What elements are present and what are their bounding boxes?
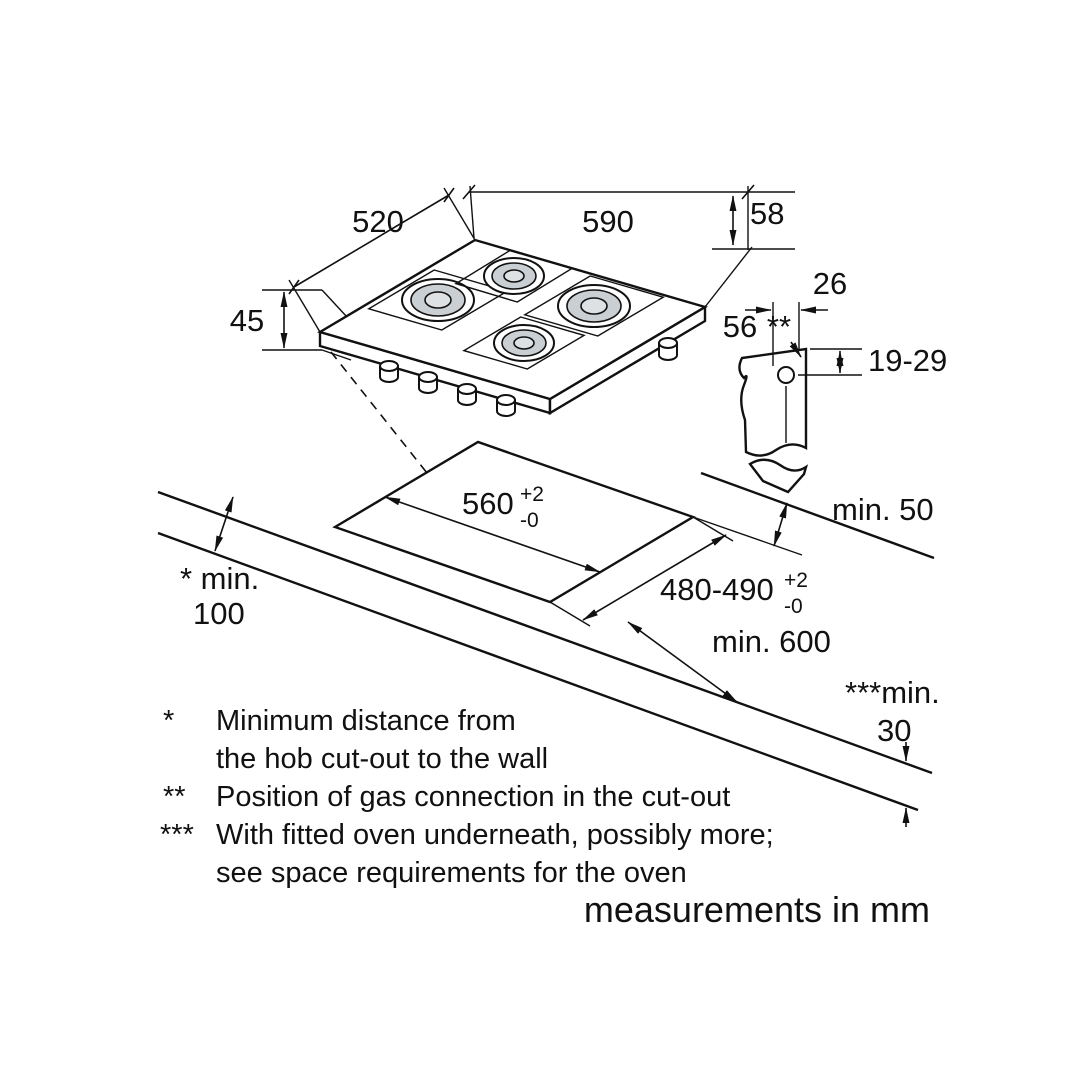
burner-right-large [523,275,665,337]
dimension-arrow [214,496,234,552]
units-note: measurements in mm [584,889,930,930]
footnote3-mark: *** [160,819,194,851]
min50-label: min. 50 [832,492,934,527]
extension-line [321,349,352,361]
tick [443,187,455,203]
dim-26: 26 [745,266,847,366]
dim-min50: min. 50 [773,492,934,547]
dimension-arrow [627,621,738,703]
burner-back [454,249,574,303]
knob-top [457,383,477,395]
knob-top [418,371,438,383]
footnote3-line1: With fitted oven underneath, possibly mo… [216,819,774,851]
burner-cap [580,297,608,315]
footnote2-mark: ** [163,781,186,813]
dimension-line [293,194,450,288]
cutout-depth-label: 480-490+2-0 [660,569,808,618]
worktop-front-edge [157,490,933,775]
pan-support [462,316,586,370]
dim-520: 520 [288,187,476,333]
worktop-back-edge [700,471,935,560]
burner-cap [513,336,535,350]
dim-590-label: 590 [582,204,634,239]
hob-foot [658,337,678,361]
footnote1-line1: Minimum distance from [216,705,516,737]
footnotes: * Minimum distance from the hob cut-out … [160,705,774,889]
tick [462,184,476,200]
extension-line [443,187,476,241]
footnote1-line2: the hob cut-out to the wall [216,743,548,775]
pointer-arrow [789,341,802,358]
burner-cap [424,291,452,309]
cutout-width-label: 560+2-0 [462,483,544,532]
foot-top [658,337,678,349]
gas-footnote-mark: ** [767,309,791,344]
tick [741,184,755,200]
pan-support [367,269,509,331]
dim-45: 45 [230,289,352,361]
bracket-lower-tip [748,458,809,494]
extension-line [549,601,591,627]
dim-26-label: 26 [813,266,847,301]
min600-label: min. 600 [712,624,831,659]
dim-58-label: 58 [750,196,784,231]
knob-top [496,394,516,406]
extension-line [704,246,753,308]
worktop [157,351,935,812]
hob [317,238,708,417]
gas-connection-bracket [738,347,809,494]
knob-top [379,360,399,372]
extension-line [469,185,475,239]
cutout-edge-extension [692,516,803,556]
dim-590: 590 [462,184,795,308]
dim-56: 56 ** [723,309,802,358]
dim-min100: * min. 100 [180,496,259,631]
dim-19-29-label: 19-29 [868,343,947,378]
dim-min600: min. 600 [627,621,831,703]
burner-cap [503,269,525,283]
pan-support [454,249,574,303]
worktop-front-face-bottom [157,531,919,812]
burner-left-large [367,269,509,331]
cutout-opening [332,440,696,604]
extension-line [288,279,321,333]
tick [288,279,300,295]
dim-56-label: 56 [723,309,757,344]
footnote2-line1: Position of gas connection in the cut-ou… [216,781,730,813]
extension-line [321,289,348,318]
projection-dashed-line [330,351,428,474]
control-knobs [379,360,516,417]
dim-min30: ***min. 30 [845,675,940,827]
footnote1-mark: * [163,705,174,737]
dimension-arrow [773,502,788,547]
dim-58: 58 [712,195,795,250]
dim-560: 560+2-0 [384,483,601,573]
min30-label-line2: 30 [877,713,911,748]
dim-45-label: 45 [230,303,264,338]
dim-480-490: 480-490+2-0 [549,516,808,627]
min100-label-line2: 100 [193,596,245,631]
min100-label-line1: * min. [180,561,259,596]
gas-connection-hole [777,366,795,384]
min30-label-line1: ***min. [845,675,940,710]
footnote3-line2: see space requirements for the oven [216,857,687,889]
dim-520-label: 520 [352,204,404,239]
dimension-arrow [582,534,727,621]
burner-front [462,316,586,370]
dim-19-29: 19-29 [798,343,947,378]
dimension-arrow [384,496,601,573]
pan-support [523,275,665,337]
